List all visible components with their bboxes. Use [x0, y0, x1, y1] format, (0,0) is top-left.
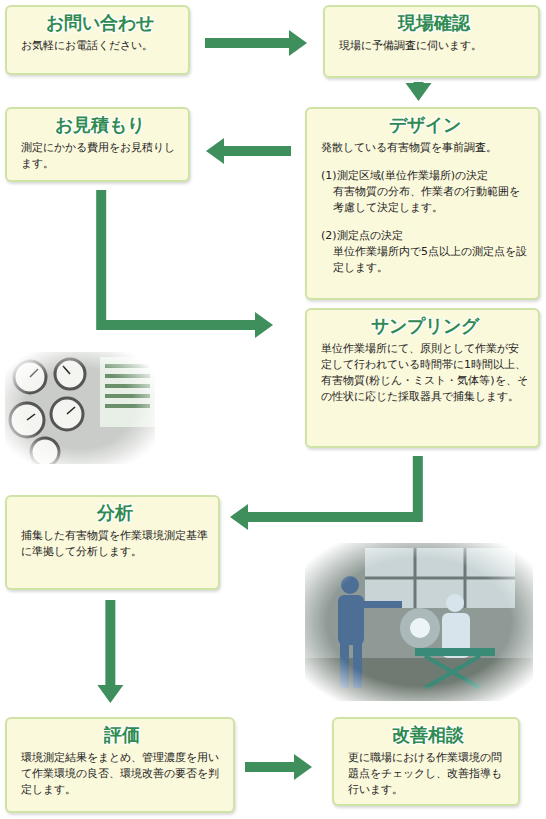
process-box: 現場確認現場に予備調査に伺います。: [323, 5, 540, 78]
arrow-shaft: [205, 38, 289, 48]
welding-photo: [305, 543, 533, 701]
arrow-head: [97, 685, 123, 703]
flow-arrow: [245, 754, 312, 780]
step-title: デザイン: [321, 113, 528, 137]
arrow-shaft: [413, 82, 423, 83]
process-box: サンプリング単位作業場所にて、原則として作業が安定して行われている時間帯に1時間…: [305, 308, 540, 448]
flow-arrow: [97, 600, 123, 703]
step-description: 単位作業場所内で5点以上の測定点を設定します。: [321, 244, 528, 276]
step-description: お気軽にお電話ください。: [21, 38, 178, 54]
arrow-head: [230, 504, 248, 530]
step-title: 現場確認: [339, 11, 528, 35]
step-description: 発散している有害物質を事前調査。: [321, 140, 528, 156]
arrow-shaft: [245, 762, 294, 772]
step-description: 有害物質の分布、作業者の行動範囲を考慮して決定します。: [321, 184, 528, 216]
process-box: 評価環境測定結果をまとめ、管理濃度を用いて作業環境の良否、環境改善の要否を判定し…: [5, 717, 235, 813]
step-title: 評価: [21, 723, 223, 747]
process-box: 改善相談更に職場における作業環境の問題点をチェックし、改善指導も行います。: [332, 717, 520, 806]
process-box: お見積もり測定にかかる費用をお見積りします。: [5, 107, 190, 182]
step-title: サンプリング: [321, 314, 528, 338]
step-title: 改善相談: [348, 723, 508, 747]
step-description: 捕集した有害物質を作業環境測定基準に準拠して分析します。: [21, 528, 208, 560]
step-description: 測定にかかる費用をお見積りします。: [21, 140, 178, 172]
step-description: 更に職場における作業環境の問題点をチェックし、改善指導も行います。: [348, 750, 508, 798]
flow-arrow: [205, 30, 307, 56]
arrow-head: [294, 754, 312, 780]
arrow-shaft: [101, 190, 255, 325]
flow-arrow: [206, 138, 291, 164]
step-title: 分析: [21, 501, 208, 525]
step-description: (1)測定区域(単位作業場所)の決定: [321, 168, 528, 184]
arrow-head: [405, 83, 431, 101]
step-description: 現場に予備調査に伺います。: [339, 38, 528, 54]
flow-arrow: [405, 82, 431, 101]
step-title: お見積もり: [21, 113, 178, 137]
arrow-shaft: [224, 146, 291, 156]
arrow-head: [255, 312, 273, 338]
flow-arrow: [101, 190, 273, 338]
step-title: お問い合わせ: [21, 11, 178, 35]
step-description: (2)測定点の決定: [321, 228, 528, 244]
process-box: お問い合わせお気軽にお電話ください。: [5, 5, 190, 75]
arrow-head: [206, 138, 224, 164]
flow-arrow: [230, 456, 418, 530]
arrow-head: [289, 30, 307, 56]
step-description: 環境測定結果をまとめ、管理濃度を用いて作業環境の良否、環境改善の要否を判定します…: [21, 750, 223, 798]
step-description: 単位作業場所にて、原則として作業が安定して行われている時間帯に1時間以上、有害物…: [321, 341, 528, 405]
process-box: 分析捕集した有害物質を作業環境測定基準に準拠して分析します。: [5, 495, 220, 590]
arrow-shaft: [248, 456, 418, 517]
arrow-shaft: [105, 600, 115, 685]
process-box: デザイン発散している有害物質を事前調査。 (1)測定区域(単位作業場所)の決定有害…: [305, 107, 540, 300]
gauge-photo: [5, 352, 155, 464]
